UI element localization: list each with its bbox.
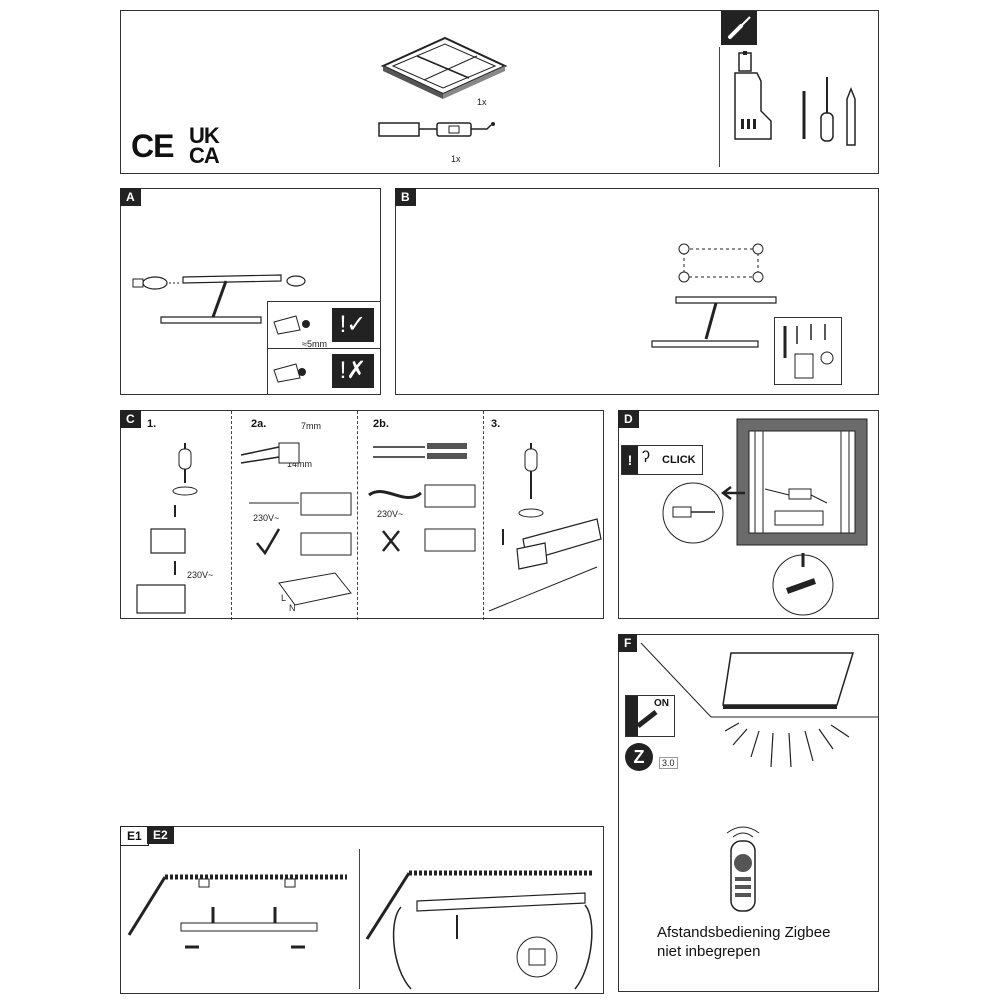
- step-divider-3: [483, 411, 484, 620]
- step-1-label: 1.: [147, 418, 157, 430]
- panel-e: E1 E2: [120, 826, 604, 994]
- wall-switch-icon[interactable]: ON: [625, 695, 675, 737]
- ce-mark: CE: [131, 128, 174, 164]
- ukca-mark-top: UK: [189, 123, 220, 148]
- correct-check-icon: !✓: [332, 308, 374, 342]
- terminal-cover-refit: [488, 443, 602, 612]
- panel-b-tag: B: [395, 188, 416, 206]
- panel-c-tag: C: [120, 410, 141, 428]
- step-divider-e: [359, 849, 360, 989]
- led-panel-illustration: [380, 36, 508, 99]
- panel-b: B: [395, 188, 879, 395]
- ceiling-lines: [640, 642, 879, 718]
- step-2b-label: 2b.: [373, 418, 389, 430]
- switch-on-label: ON: [654, 698, 669, 709]
- header-panel: 1x 1x CE UK CA: [120, 10, 879, 174]
- panel-quantity: 1x: [477, 97, 487, 107]
- step-3-label: 3.: [491, 418, 501, 430]
- screw-incorrect-diagram: [273, 363, 306, 383]
- mounting-bracket-assembly: [132, 274, 306, 324]
- step-divider-2: [357, 411, 358, 620]
- wire-stripping-2a: [240, 442, 352, 606]
- drill-icon: [734, 51, 772, 140]
- insert-connector-arrow: [720, 486, 745, 500]
- pencil-icon: [846, 86, 856, 146]
- tools-divider: [719, 47, 720, 167]
- step1-voltage: 230V~: [187, 570, 214, 580]
- terminal-l-label: L: [281, 593, 287, 603]
- cable-feed-detail: [772, 553, 834, 616]
- screwdriver-icon: [721, 11, 757, 45]
- panel-e1-tag: E1: [120, 826, 149, 846]
- zigbee-logo: Z: [625, 743, 653, 771]
- strip-length-7mm: 7mm: [301, 421, 321, 431]
- panel-d-tag: D: [618, 410, 639, 428]
- zigbee-version: 3.0: [659, 757, 678, 769]
- screwdriver-tool-icon: [820, 77, 834, 142]
- panel-c: C 1. 2a. 2b. 3. 230V~ 7mm 14mm 230V~ L N: [120, 410, 604, 620]
- step-2a-label: 2a.: [251, 418, 267, 430]
- step2b-voltage: 230V~: [377, 509, 404, 519]
- panel-d: D ! ʔ CLICK: [618, 410, 879, 619]
- listen-click-banner: ! ʔ CLICK: [621, 445, 703, 475]
- panel-f-tag: F: [618, 634, 638, 652]
- ear-icon: ʔ: [642, 449, 650, 466]
- click-label: CLICK: [662, 454, 696, 466]
- connector-detail: [662, 482, 724, 544]
- panel-a-tag: A: [120, 188, 141, 206]
- terminal-n-label: N: [289, 603, 296, 613]
- panel-a: A ≈5mm !✓ !✗: [120, 188, 381, 395]
- drill-steps-inset: [774, 317, 842, 385]
- driver-quantity: 1x: [451, 154, 461, 164]
- panel-f: F ON Z 3.0 Afstandsbed: [618, 634, 879, 992]
- bracket-on-ceiling: [651, 296, 777, 348]
- warning-icon: !: [622, 446, 638, 474]
- panel-e2-tag: E2: [147, 826, 174, 844]
- ceiling-drill-template: [678, 243, 764, 283]
- incorrect-cross-icon: !✗: [332, 354, 374, 388]
- remote-control-icon: [726, 826, 760, 912]
- screw-correct-diagram: [273, 315, 310, 335]
- screw-gap-dimension: ≈5mm: [302, 339, 327, 349]
- screw-depth-inset: ≈5mm !✓ !✗: [267, 301, 381, 395]
- terminal-cover-removal: [136, 443, 198, 614]
- remote-note-line1: Afstandsbediening Zigbee: [657, 924, 831, 941]
- remote-note-line2: niet inbegrepen: [657, 943, 761, 960]
- step-divider-1: [231, 411, 232, 620]
- step2a-voltage: 230V~: [253, 513, 280, 523]
- drill-bit-icon: [802, 91, 806, 139]
- panel-secure-to-bracket: [365, 870, 593, 990]
- panel-lift-to-ceiling: [127, 874, 347, 949]
- lit-panel-illustration: [722, 652, 855, 768]
- led-driver-illustration: [378, 122, 495, 137]
- ukca-mark-bottom: CA: [189, 143, 220, 168]
- strip-length-14mm: 14mm: [287, 459, 313, 469]
- wire-stripping-2b: [368, 443, 476, 552]
- panel-backside-wiring: [736, 418, 868, 546]
